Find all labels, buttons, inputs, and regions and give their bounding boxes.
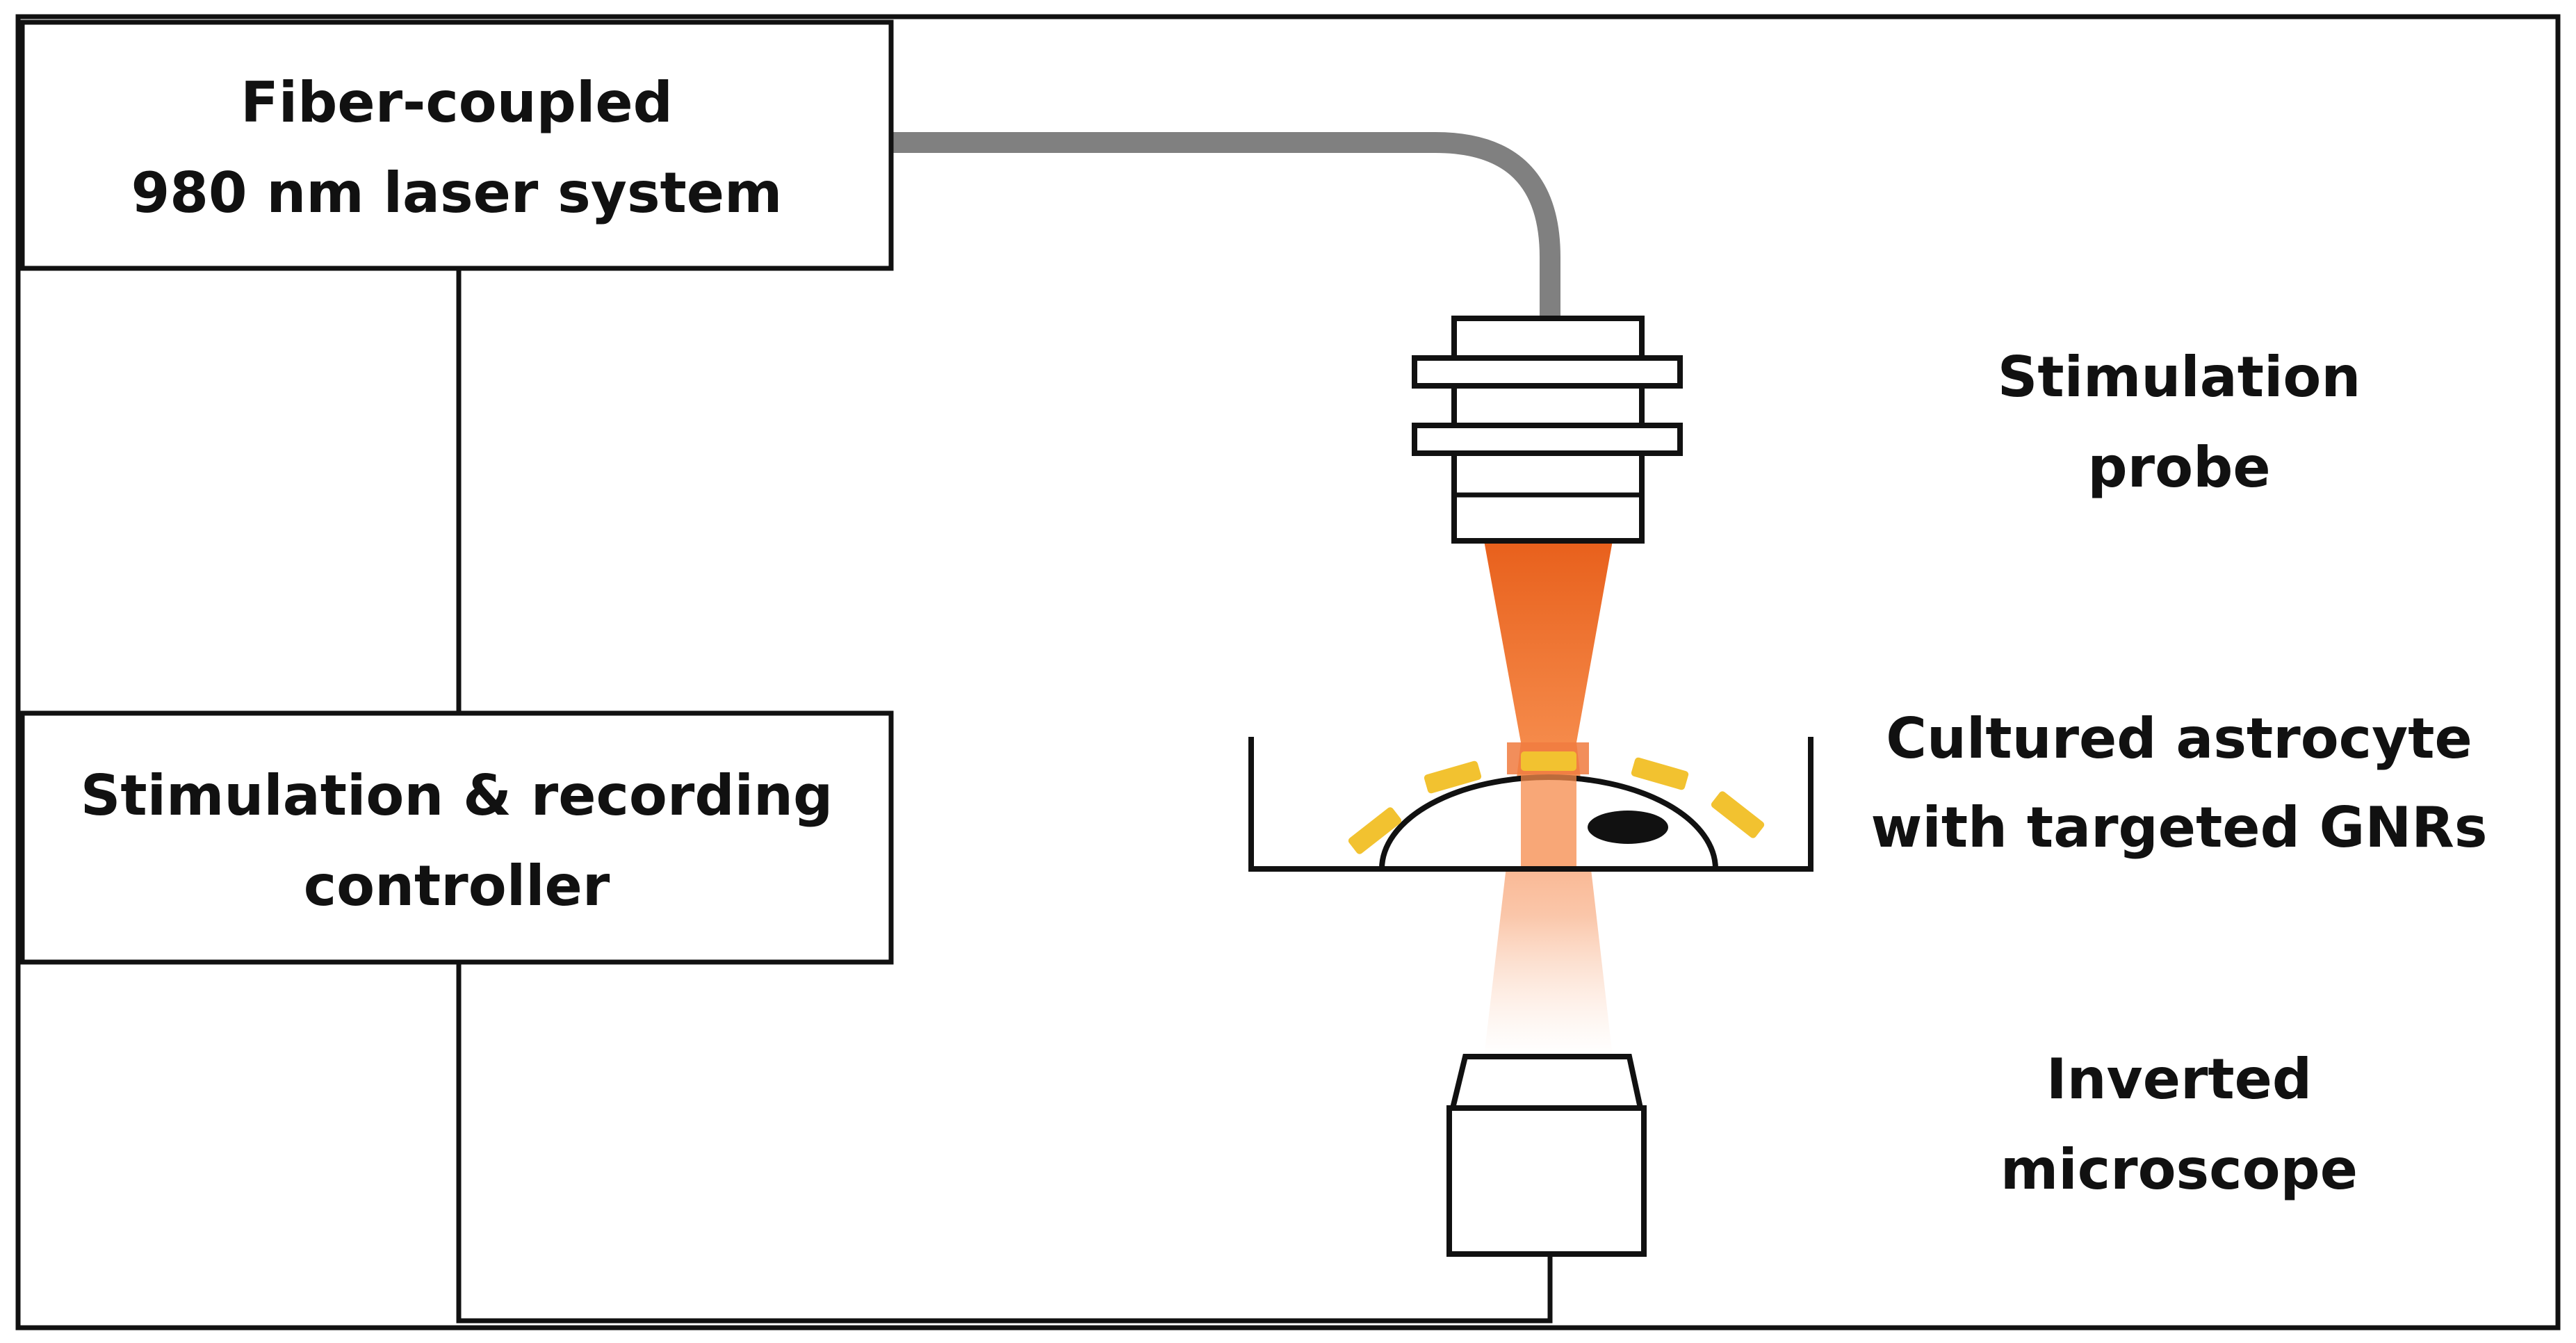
microscope-body	[1446, 1105, 1647, 1257]
microscope-label-line1: Inverted	[2046, 1047, 2312, 1112]
laser-system-label-line1: Fiber-coupled	[241, 70, 673, 135]
culture-label-line2: with targeted GNRs	[1870, 795, 2487, 860]
beam-through-cell	[1521, 774, 1576, 869]
controller-label-line1: Stimulation & recording	[81, 763, 833, 828]
optical-fiber	[891, 132, 1560, 318]
inverted-microscope	[1446, 1054, 1647, 1257]
probe-collar-lower	[1412, 423, 1683, 456]
probe-label-line1: Stimulation	[1998, 345, 2361, 409]
gnr-rod	[1424, 760, 1482, 794]
microscope-label-line2: microscope	[2000, 1137, 2358, 1202]
gnr-rod	[1348, 807, 1402, 854]
laser-system-label-line2: 980 nm laser system	[131, 161, 783, 225]
probe-label-line2: probe	[2087, 435, 2270, 500]
gold-nanorods	[1348, 751, 1765, 854]
gnr-rod	[1521, 751, 1576, 771]
microscope-objective	[1449, 1054, 1644, 1111]
culture-dish	[1248, 737, 1813, 872]
culture-label-line1: Cultured astrocyte	[1886, 706, 2472, 771]
controller-to-microscope-line	[456, 962, 1553, 1324]
dish-walls	[1248, 737, 1813, 872]
laser-beam-upper	[1484, 541, 1613, 742]
controller-box	[19, 710, 894, 965]
gnr-rod	[1711, 791, 1765, 838]
probe-collar-upper	[1412, 355, 1683, 389]
gnr-rod	[1631, 757, 1689, 790]
controller-label-line2: controller	[304, 854, 610, 918]
cell-nucleus	[1588, 811, 1668, 844]
laser-system-box	[19, 19, 894, 271]
stimulation-probe	[1412, 316, 1683, 544]
